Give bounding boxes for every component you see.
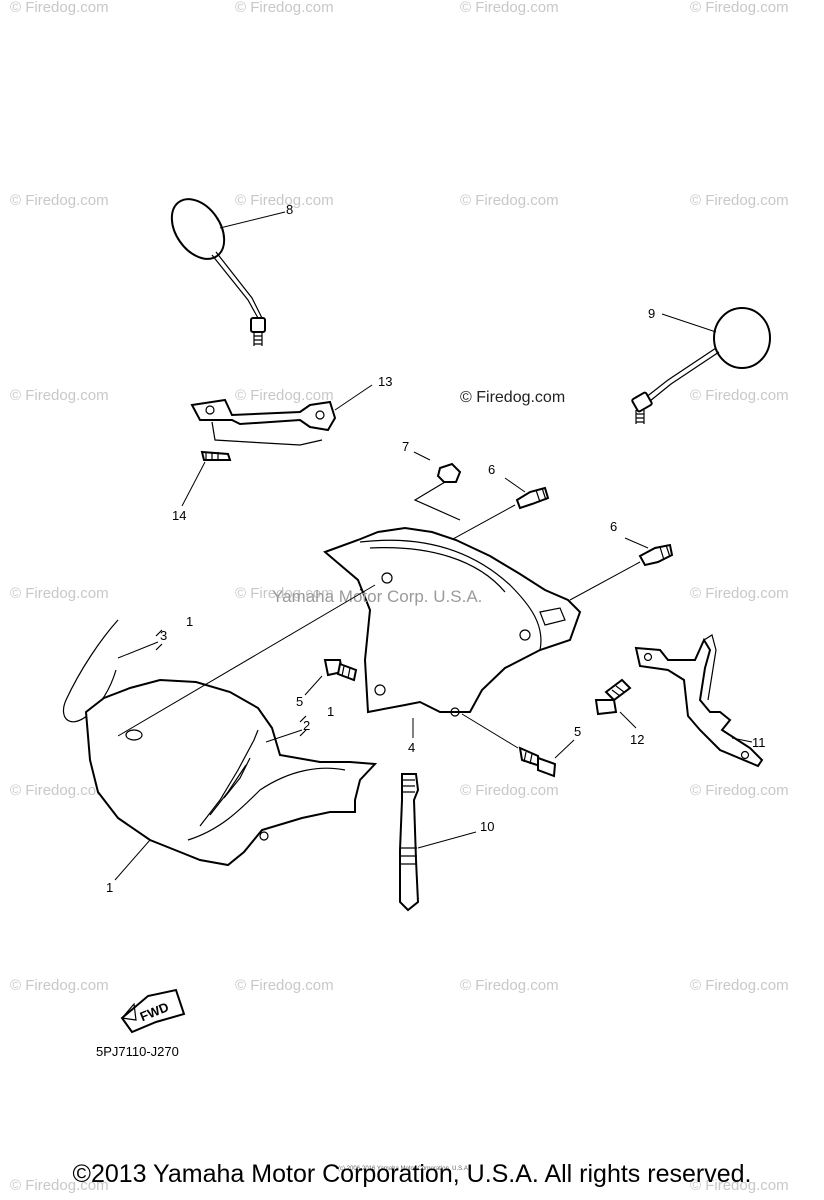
nut-7 bbox=[413, 451, 462, 521]
callout-14: 14 bbox=[172, 508, 186, 523]
callout-1: 1 bbox=[327, 704, 334, 719]
part-code: 5PJ7110-J270 bbox=[96, 1044, 179, 1059]
watermark: © Firedog.com bbox=[235, 585, 334, 602]
callout-10: 10 bbox=[480, 819, 494, 834]
watermark: © Firedog.com bbox=[10, 782, 109, 799]
callout-1: 1 bbox=[186, 614, 193, 629]
watermark: © Firedog.com bbox=[235, 0, 334, 16]
handlebar-cover-front-1 bbox=[62, 584, 378, 881]
callout-4: 4 bbox=[408, 740, 415, 755]
callout-5: 5 bbox=[296, 694, 303, 709]
callout-5: 5 bbox=[574, 724, 581, 739]
watermark: © Firedog.com bbox=[460, 782, 559, 799]
fwd-arrow-icon: FWD bbox=[120, 988, 186, 1034]
cable-tie-10 bbox=[399, 773, 477, 912]
watermark: © Firedog.com bbox=[10, 387, 109, 404]
callout-6: 6 bbox=[488, 462, 495, 477]
watermark: © Firedog.com bbox=[690, 387, 789, 404]
screw-5-lower bbox=[461, 713, 575, 778]
watermark: © Firedog.com bbox=[690, 1177, 789, 1194]
watermark: © Firedog.com bbox=[235, 387, 334, 404]
mirror-left bbox=[170, 198, 286, 346]
callout-6: 6 bbox=[610, 519, 617, 534]
callout-11: 11 bbox=[752, 735, 766, 750]
callout-1: 1 bbox=[106, 880, 113, 895]
watermark-overlay: Yamaha Motor Corp. U.S.A. bbox=[272, 587, 482, 606]
watermark: © Firedog.com bbox=[235, 977, 334, 994]
callout-13: 13 bbox=[378, 374, 392, 389]
screw-6-right bbox=[569, 537, 674, 601]
watermark: © Firedog.com bbox=[690, 0, 789, 16]
callout-12: 12 bbox=[630, 732, 644, 747]
watermark: © Firedog.com bbox=[10, 0, 109, 16]
watermark: © Firedog.com bbox=[10, 977, 109, 994]
watermark-grid: © Firedog.com © Firedog.com © Firedog.co… bbox=[10, 0, 789, 1194]
handlebar-cover-rear-4 bbox=[323, 526, 582, 738]
watermark: © Firedog.com bbox=[10, 192, 109, 209]
watermark: © Firedog.com bbox=[690, 977, 789, 994]
callout-7: 7 bbox=[402, 439, 409, 454]
watermark: © Firedog.com bbox=[10, 585, 109, 602]
bracket-11 bbox=[634, 634, 764, 768]
callout-3: 3 bbox=[160, 628, 167, 643]
callout-9: 9 bbox=[648, 306, 655, 321]
watermark: © Firedog.com bbox=[235, 192, 334, 209]
watermark: © Firedog.com bbox=[690, 782, 789, 799]
watermark: © Firedog.com bbox=[460, 192, 559, 209]
screw-12 bbox=[594, 678, 637, 729]
watermark: © Firedog.com bbox=[460, 977, 559, 994]
watermark: © Firedog.com bbox=[690, 585, 789, 602]
mirror-right bbox=[631, 307, 771, 424]
callout-2: 2 bbox=[303, 718, 310, 733]
watermark: © Firedog.com bbox=[10, 1177, 109, 1194]
screw-5-upper bbox=[304, 659, 358, 696]
watermark: © Firedog.com bbox=[690, 192, 789, 209]
watermark: © Firedog.com bbox=[460, 0, 559, 16]
bracket-13 bbox=[181, 384, 373, 507]
tiny-notice: (c) 2006-2016 Yamaha Motor Corporation, … bbox=[338, 1166, 470, 1172]
callout-8: 8 bbox=[286, 202, 293, 217]
copyright-notice: ©2013 Yamaha Motor Corporation, U.S.A. A… bbox=[72, 1160, 752, 1188]
watermark-center: © Firedog.com bbox=[460, 389, 565, 406]
